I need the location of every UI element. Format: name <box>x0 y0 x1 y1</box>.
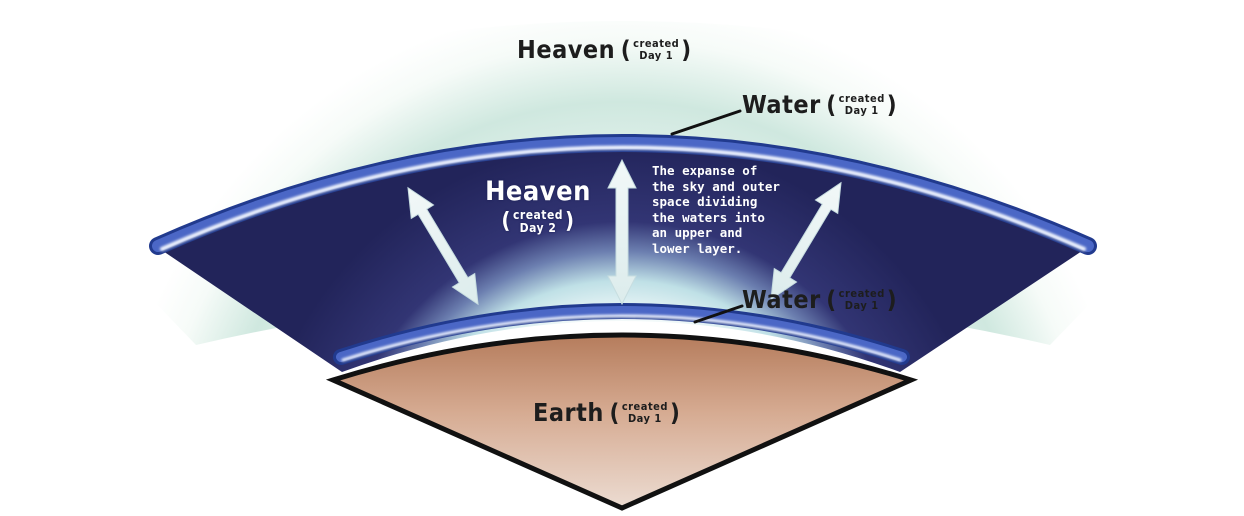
outer-heaven-day: Day 1 <box>639 48 674 62</box>
outer-heaven-label: Heaven ( created Day 1 ) <box>517 35 692 64</box>
middle-heaven-label: Heaven ( created Day 2 ) <box>478 178 598 234</box>
earth-name: Earth <box>533 398 604 427</box>
outer-heaven-created: created <box>633 36 680 50</box>
middle-heaven-day: Day 2 <box>519 220 557 235</box>
upper-water-band <box>149 134 1097 255</box>
lower-water-band <box>333 303 910 365</box>
label-pointers <box>670 109 744 324</box>
description-line: the sky and outer <box>652 178 780 194</box>
earth-region <box>325 332 919 511</box>
upper-water-created: created <box>838 91 885 105</box>
right-arrow <box>770 181 842 301</box>
center-arrow <box>607 158 637 306</box>
description-line: an upper and <box>652 225 743 241</box>
upper-water-label: Water ( created Day 1 ) <box>742 90 898 119</box>
upper-water-name: Water <box>742 90 821 119</box>
expanse-arrows <box>407 158 842 306</box>
outer-heaven-name: Heaven <box>517 35 616 64</box>
middle-heaven-name: Heaven <box>485 176 591 207</box>
lower-water-created: created <box>838 286 885 300</box>
earth-created: created <box>621 399 668 413</box>
lower-water-label: Water ( created Day 1 ) <box>742 285 898 314</box>
lower-water-pointer <box>693 304 744 324</box>
description-line: space dividing <box>652 194 758 210</box>
earth-day: Day 1 <box>627 411 662 425</box>
left-arrow <box>407 186 479 306</box>
upper-water-pointer <box>670 109 742 136</box>
middle-heaven-created: created <box>512 208 564 222</box>
expanse-description: The expanse of the sky and outer space d… <box>652 163 802 257</box>
earth-label: Earth ( created Day 1 ) <box>533 398 681 427</box>
description-line: the waters into <box>652 209 765 225</box>
description-line: lower layer. <box>652 240 743 256</box>
lower-water-day: Day 1 <box>844 298 879 312</box>
upper-water-day: Day 1 <box>844 103 879 117</box>
description-line: The expanse of <box>652 163 758 178</box>
lower-water-name: Water <box>742 285 821 314</box>
